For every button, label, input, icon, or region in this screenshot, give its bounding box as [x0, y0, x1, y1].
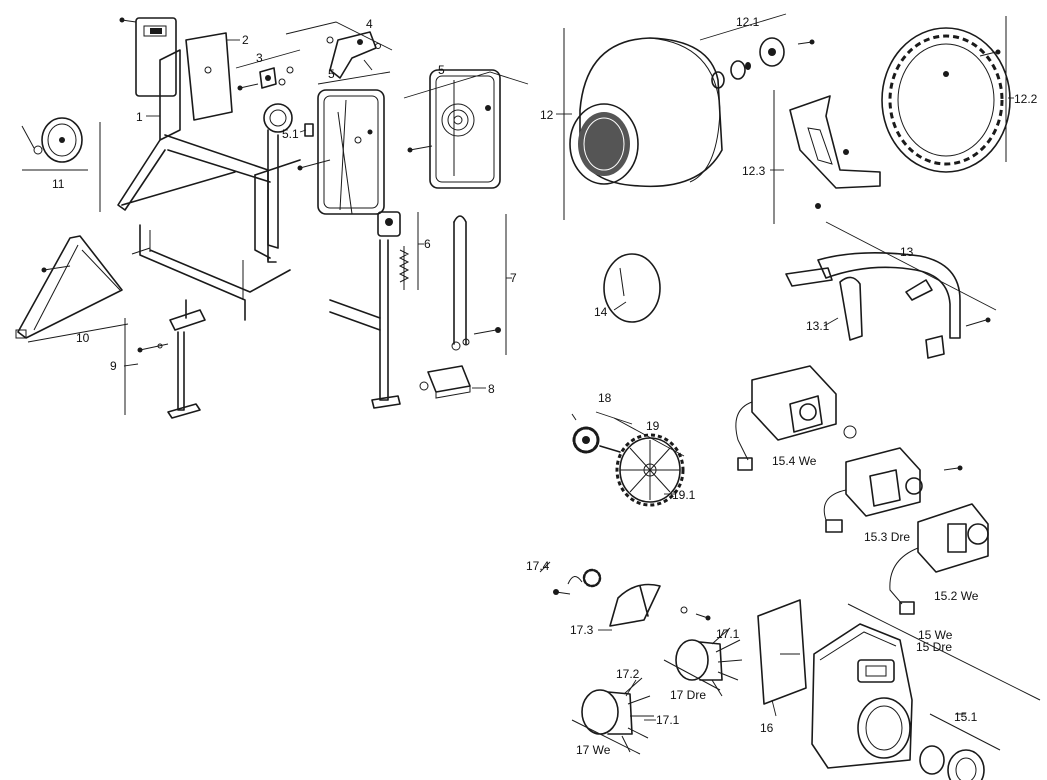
part-15-3-switch — [823, 447, 963, 533]
part-3-bearing — [237, 66, 294, 91]
part-9-support-leg — [124, 299, 206, 419]
part-7-lock-rod — [451, 214, 507, 355]
label-7: 7 — [510, 271, 517, 285]
part-13-handle — [785, 252, 991, 359]
label-4: 4 — [366, 17, 373, 31]
label-14: 14 — [594, 305, 608, 319]
stand-frame — [117, 17, 291, 321]
part-15-2-socket — [889, 503, 989, 615]
part-11-wheel — [21, 117, 101, 212]
label-3: 3 — [256, 51, 263, 65]
label-15-3: 15.3 Dre — [864, 530, 910, 544]
part-5-1-ring-plate — [254, 103, 331, 249]
label-15-dre: 15 Dre — [916, 640, 952, 654]
part-5-drum-cover-a — [317, 89, 385, 215]
part-12-1-bearing-set — [711, 37, 815, 89]
part-14-cap — [603, 253, 661, 323]
label-12-2: 12.2 — [1014, 92, 1038, 106]
part-6-clamp — [329, 211, 419, 409]
label-11: 11 — [52, 177, 65, 191]
part-15-motor-housing — [780, 603, 1041, 769]
label-5a: 5 — [328, 67, 335, 81]
label-15-we: 15 We — [918, 628, 953, 642]
label-12-3: 12.3 — [742, 164, 766, 178]
part-8-foot-block — [419, 365, 471, 399]
label-17-1b: 17.1 — [656, 713, 680, 727]
label-17-1a: 17.1 — [716, 627, 740, 641]
part-15-4-switch — [735, 365, 857, 471]
part-18-19-gears — [571, 413, 685, 507]
label-17-3: 17.3 — [570, 623, 594, 637]
label-17-4: 17.4 — [526, 559, 550, 573]
label-6: 6 — [424, 237, 431, 251]
label-16: 16 — [760, 721, 774, 735]
label-17-we: 17 We — [576, 743, 611, 757]
label-10: 10 — [76, 331, 90, 345]
label-15-1: 15.1 — [954, 710, 978, 724]
part-16-gasket — [757, 599, 807, 705]
part-12-2-ring-gear — [881, 16, 1011, 173]
part-12-drum — [563, 28, 723, 220]
part-12-3-mixing-blade — [773, 90, 881, 224]
label-18: 18 — [598, 391, 612, 405]
label-8: 8 — [488, 382, 495, 396]
label-19: 19 — [646, 419, 660, 433]
part-4-bracket — [326, 31, 381, 79]
part-5-drum-cover-b — [407, 69, 501, 189]
label-5b: 5 — [438, 63, 445, 77]
part-10-tow-frame — [15, 235, 151, 339]
label-12-1: 12.1 — [736, 15, 760, 29]
label-1: 1 — [136, 110, 143, 124]
label-13: 13 — [900, 245, 914, 259]
part-15-1-parts — [919, 713, 1001, 780]
label-17-2: 17.2 — [616, 667, 640, 681]
leader-lines — [22, 13, 1014, 721]
label-12: 12 — [540, 108, 554, 122]
label-2: 2 — [242, 33, 249, 47]
part-17-we-motor — [571, 677, 654, 755]
label-19-1: 19.1 — [672, 488, 696, 502]
part-17-3-bracket — [553, 568, 711, 627]
label-17-dre: 17 Dre — [670, 688, 706, 702]
label-9: 9 — [110, 359, 117, 373]
label-15-4: 15.4 We — [772, 454, 817, 468]
label-13-1: 13.1 — [806, 319, 830, 333]
label-15-2: 15.2 We — [934, 589, 979, 603]
part-labels: 1 2 3 4 5 5 5.1 6 7 8 9 10 11 12 12.1 12… — [52, 15, 1038, 757]
label-5-1: 5.1 — [282, 127, 299, 141]
